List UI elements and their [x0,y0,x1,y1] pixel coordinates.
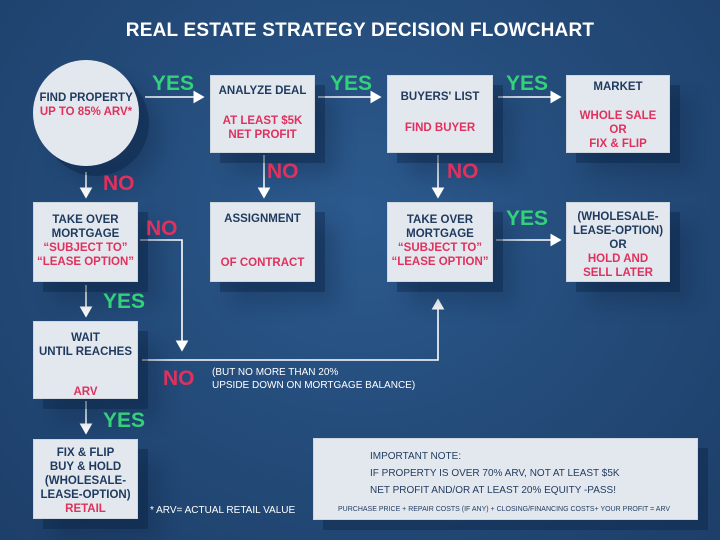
market-or: OR [609,124,627,136]
find-buyer-label: FIND BUYER [404,122,476,134]
take-over-mid-line2: MORTGAGE [406,228,474,240]
of-contract-label: OF CONTRACT [220,257,305,269]
analyze-deal-threshold: AT LEAST $5K [222,115,303,127]
wait-arv: ARV [73,386,98,398]
yes-label-analyze-buyers: YES [330,72,373,95]
analyze-deal-label: ANALYZE DEAL [218,85,307,97]
important-note-line2: IF PROPERTY IS OVER 70% ARV, NOT AT LEAS… [370,468,620,479]
arv-footnote: * ARV= ACTUAL RETAIL VALUE [150,505,296,516]
wholesale-hold-node: (WHOLESALE- LEASE-OPTION) OR HOLD AND SE… [566,202,670,282]
no-condition-line1: (BUT NO MORE THAN 20% [212,367,339,378]
fix-flip-line4: LEASE-OPTION) [40,489,131,501]
important-note-box: IMPORTANT NOTE: IF PROPERTY IS OVER 70% … [313,438,698,520]
yes-label-wait-fixflip: YES [103,409,146,432]
fix-flip-line2: BUY & HOLD [49,461,122,473]
find-property-node: FIND PROPERTY UP TO 85% ARV* [33,60,139,166]
take-over-left-subject-to: “SUBJECT TO” [43,242,128,254]
find-property-label: FIND PROPERTY [39,92,133,104]
yes-label-buyers-market: YES [506,72,549,95]
fix-flip-line3: (WHOLESALE- [44,475,127,487]
analyze-deal-node: ANALYZE DEAL AT LEAST $5K NET PROFIT [210,75,315,153]
take-over-left-line2: MORTGAGE [51,228,120,240]
arrow-takeover-no-down [140,239,189,352]
take-over-left-lease-option: “LEASE OPTION” [36,256,135,268]
take-over-left-line1: TAKE OVER [52,214,119,226]
hold-and-line: HOLD AND [587,253,649,265]
sell-later-line: SELL LATER [583,267,653,279]
important-note-line3: NET PROFIT AND/OR AT LEAST 20% EQUITY -P… [370,485,617,496]
wholesale-line2: LEASE-OPTION) [572,225,664,237]
no-label-takeover-left: NO [146,217,178,240]
market-label: MARKET [593,81,643,93]
page-title: REAL ESTATE STRATEGY DECISION FLOWCHART [125,20,595,41]
until-reaches-label: UNTIL REACHES [38,346,133,358]
fix-flip-retail: RETAIL [65,503,106,515]
take-over-mortgage-mid-node: TAKE OVER MORTGAGE “SUBJECT TO” “LEASE O… [387,202,493,282]
find-property-arv: 85% ARV* [77,106,133,118]
no-label-find: NO [103,172,135,195]
take-over-mortgage-left-node: TAKE OVER MORTGAGE “SUBJECT TO” “LEASE O… [33,202,138,282]
take-over-mid-lease-option: “LEASE OPTION” [391,256,489,268]
wait-label: WAIT [71,332,100,344]
wait-node: WAIT UNTIL REACHES ARV [33,321,138,399]
fix-flip-node: FIX & FLIP BUY & HOLD (WHOLESALE- LEASE-… [33,439,138,519]
market-fixflip: FIX & FLIP [589,138,647,150]
arrow-wait-to-takeover-mid [142,298,445,361]
yes-label-takeover-wait: YES [103,290,146,313]
no-label-analyze: NO [267,160,299,183]
yes-label-takeover-wholesale: YES [506,207,549,230]
wholesale-line1: (WHOLESALE- [577,211,659,223]
take-over-mid-line1: TAKE OVER [406,214,474,226]
analyze-deal-profit: NET PROFIT [228,129,297,141]
important-note-heading: IMPORTANT NOTE: [370,451,462,462]
market-node: MARKET WHOLE SALE OR FIX & FLIP [566,75,670,153]
no-label-wait: NO [163,367,195,390]
buyers-list-label: BUYERS' LIST [400,91,480,103]
market-wholesale: WHOLE SALE [579,110,657,122]
wholesale-or: OR [609,239,627,251]
find-property-limit: UP TO [39,106,75,118]
no-condition-line2: UPSIDE DOWN ON MORTGAGE BALANCE) [212,380,416,391]
assignment-label: ASSIGNMENT [224,213,301,225]
yes-label-find-analyze: YES [152,72,195,95]
take-over-mid-subject-to: “SUBJECT TO” [397,242,483,254]
arv-formula: PURCHASE PRICE + REPAIR COSTS (IF ANY) +… [338,506,671,513]
fix-flip-line1: FIX & FLIP [56,447,115,459]
assignment-node: ASSIGNMENT OF CONTRACT [210,202,315,282]
buyers-list-node: BUYERS' LIST FIND BUYER [387,75,493,153]
no-label-buyers: NO [447,160,479,183]
